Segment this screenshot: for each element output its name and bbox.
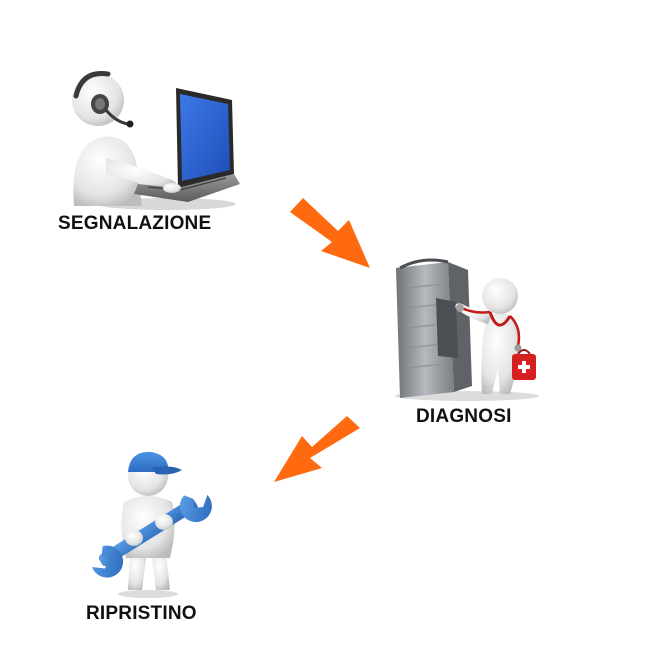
arrow-1-shape (290, 198, 370, 268)
support-operator-laptop-icon (72, 70, 240, 210)
technician-wrench-icon (92, 451, 212, 598)
arrow-down-left-icon (274, 416, 360, 482)
arrow-2-shape (274, 416, 360, 482)
doctor-computer-stethoscope-icon (395, 258, 539, 401)
step-label-diagnosi: DIAGNOSI (416, 406, 512, 427)
step-label-ripristino: RIPRISTINO (86, 603, 197, 624)
arrow-down-right-icon (290, 198, 370, 268)
step-label-segnalazione: SEGNALAZIONE (58, 213, 212, 234)
